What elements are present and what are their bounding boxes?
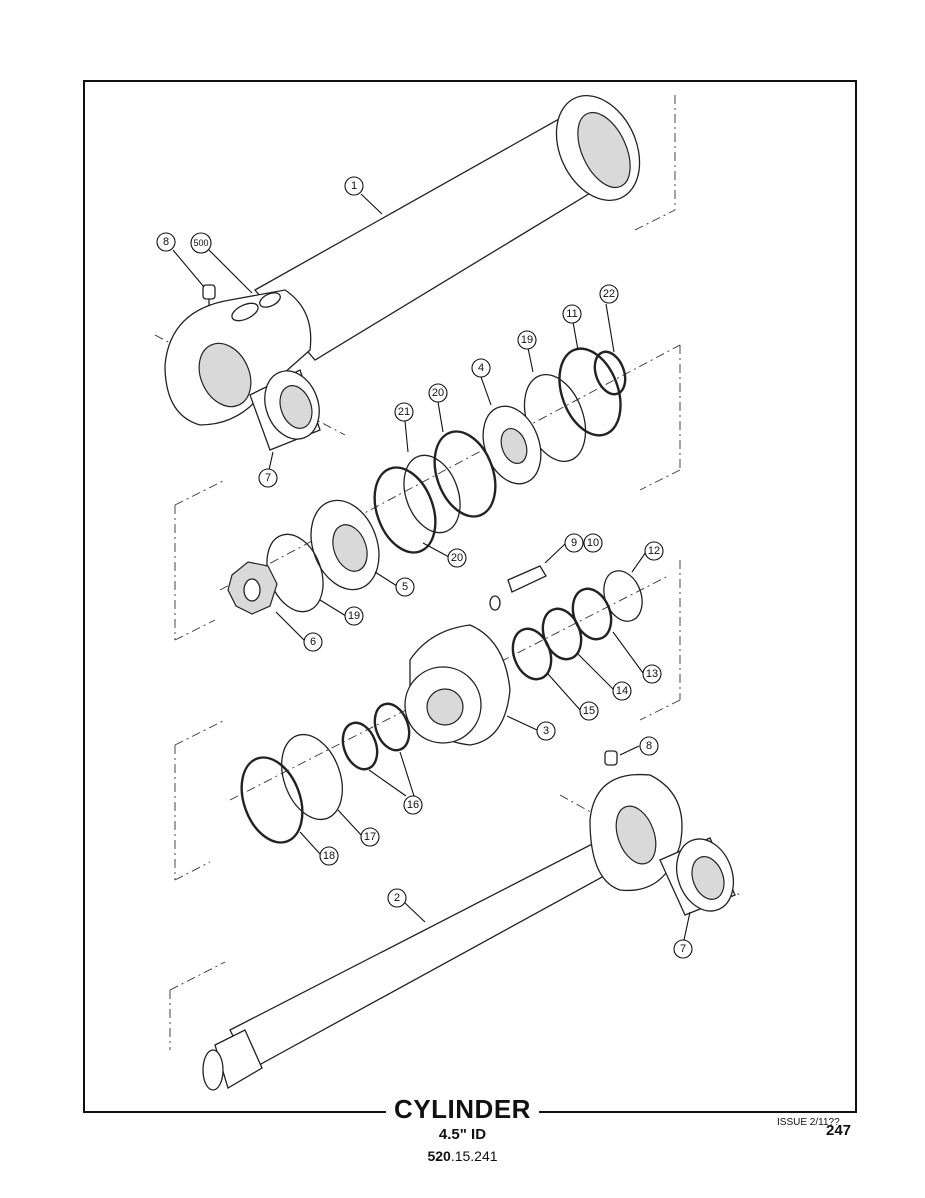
callout-label: 2	[394, 892, 400, 904]
callout-label: 21	[398, 406, 410, 418]
callout-label: 6	[310, 636, 316, 648]
callout-label: 11	[566, 308, 577, 320]
piston-group	[240, 565, 643, 844]
part-number-prefix: 520	[427, 1148, 451, 1164]
drawing-title: CYLINDER	[0, 1094, 925, 1125]
callout-6: 6	[303, 632, 323, 652]
callout-label: 8	[646, 740, 652, 752]
page-number: 247	[826, 1122, 852, 1139]
callout-label: 14	[616, 685, 628, 697]
callout-label: 17	[364, 831, 376, 843]
callout-label: 9	[571, 537, 577, 549]
callout-label: 5	[402, 581, 408, 593]
barrel-tube	[164, 94, 641, 426]
grease-fitting-upper	[202, 284, 216, 306]
callout-2: 2	[387, 888, 407, 908]
callout-19-upper: 19	[517, 330, 537, 350]
callout-15: 15	[579, 701, 599, 721]
callout-label: 16	[407, 799, 419, 811]
callout-label: 18	[323, 850, 335, 862]
callout-9: 9	[564, 533, 584, 553]
callout-label: 7	[265, 472, 271, 484]
callout-19-lower: 19	[344, 606, 364, 626]
callout-label: 19	[348, 610, 360, 622]
callout-label: 1	[351, 180, 357, 192]
callout-label: 20	[432, 387, 444, 399]
callout-label: 22	[603, 288, 615, 300]
callout-label: 4	[478, 362, 484, 374]
callout-8-upper: 8	[156, 232, 176, 252]
callout-3: 3	[536, 721, 556, 741]
callout-16: 16	[403, 795, 423, 815]
part-number: 520.15.241	[0, 1148, 925, 1164]
part-number-suffix: .15.241	[450, 1148, 498, 1164]
callout-5: 5	[395, 577, 415, 597]
callout-20-upper: 20	[428, 383, 448, 403]
bushing-lower	[659, 837, 736, 916]
callout-13: 13	[642, 664, 662, 684]
callout-10: 10	[583, 533, 603, 553]
callout-label: 3	[543, 725, 549, 737]
callout-label: 20	[451, 552, 463, 564]
callout-label: 13	[646, 668, 658, 680]
piston-rod	[202, 773, 683, 1091]
callout-label: 15	[583, 705, 595, 717]
callout-label: 500	[193, 238, 208, 248]
callout-500: 500	[190, 232, 212, 254]
callout-label: 19	[521, 334, 533, 346]
callout-label: 10	[587, 537, 599, 549]
callout-14: 14	[612, 681, 632, 701]
callout-20-lower: 20	[447, 548, 467, 568]
callout-18: 18	[319, 846, 339, 866]
callout-label: 8	[163, 236, 169, 248]
callout-1: 1	[344, 176, 364, 196]
callout-22: 22	[599, 284, 619, 304]
callout-21: 21	[394, 402, 414, 422]
callout-label: 12	[648, 545, 660, 557]
leader-lines	[172, 193, 691, 941]
drawing-subtitle: 4.5" ID	[438, 1126, 487, 1143]
callout-8-lower: 8	[639, 736, 659, 756]
callout-12: 12	[644, 541, 664, 561]
callout-7-upper: 7	[258, 468, 278, 488]
gland-seal-group	[227, 347, 627, 615]
grease-fitting-lower	[604, 750, 618, 766]
callout-11: 11	[562, 304, 582, 324]
callout-7-lower: 7	[673, 939, 693, 959]
bushing-upper	[249, 369, 321, 451]
callout-17: 17	[360, 827, 380, 847]
issue-label: ISSUE 2/11??	[777, 1117, 840, 1128]
callout-label: 7	[680, 943, 686, 955]
callout-4: 4	[471, 358, 491, 378]
